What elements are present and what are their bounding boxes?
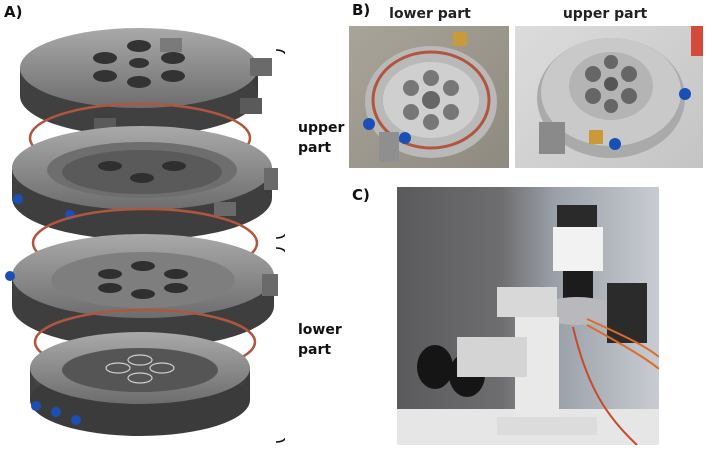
lower-top-plate [12, 234, 278, 348]
lower-base-plate [30, 332, 250, 436]
upper-base-plate [12, 126, 278, 240]
blue-fitting-4 [31, 401, 41, 411]
exploded-chamber-illustration [5, 28, 285, 443]
panel-a-label: A) [4, 3, 23, 21]
microscope-photo [397, 187, 659, 445]
upper-top-plate [20, 28, 272, 136]
panel-c-label: C) [352, 186, 370, 204]
lower-part-caption: lower part [389, 6, 471, 22]
lower-part-photo [349, 26, 509, 168]
panel-b-label: B) [352, 1, 371, 19]
blue-fitting-1 [13, 194, 23, 204]
blue-fitting-5 [51, 407, 61, 417]
blue-fitting-6 [71, 415, 81, 425]
upper-part-photo [515, 26, 703, 168]
lower-part-label: lower part [298, 322, 342, 358]
upper-part-label: upper part [298, 120, 345, 156]
blue-fitting-3 [5, 271, 15, 281]
upper-bracket [275, 49, 285, 239]
upper-part-caption: upper part [562, 6, 648, 22]
